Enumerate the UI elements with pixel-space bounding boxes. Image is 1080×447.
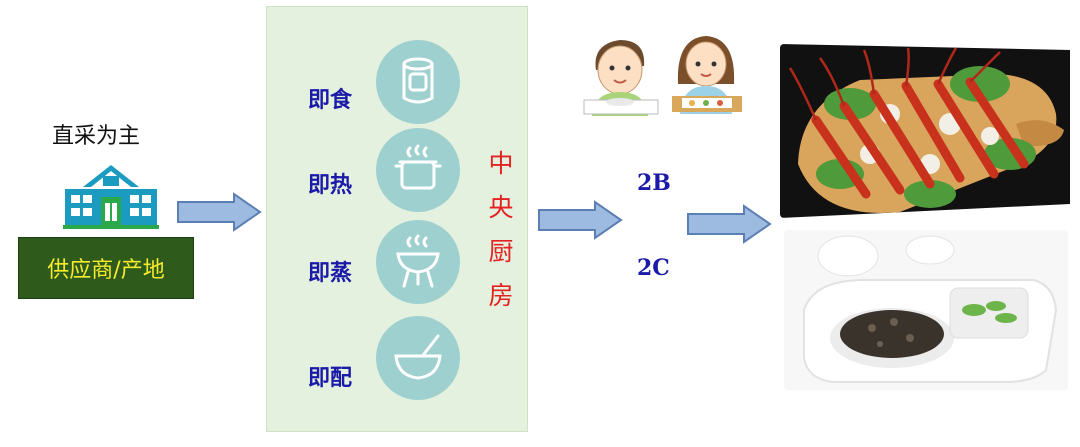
can-icon — [376, 40, 460, 124]
flow-arrow-1 — [177, 192, 262, 232]
channel-label-2b: 2B — [637, 170, 671, 196]
meal-tray-photo — [784, 230, 1068, 390]
source-caption: 直采为主 — [52, 124, 141, 149]
channel-label-2c: 2C — [637, 255, 670, 281]
title-char: 央 — [488, 193, 514, 222]
crayfish-board-photo — [780, 44, 1070, 218]
supplier-box: 供应商/产地 — [18, 237, 194, 299]
girl-eating-icon — [672, 36, 742, 114]
supplier-label: 供应商/产地 — [47, 258, 165, 283]
flow-arrow-2 — [538, 200, 623, 240]
flow-arrow-3 — [687, 204, 772, 244]
mortar-bowl-icon — [376, 316, 460, 400]
title-char: 房 — [488, 281, 514, 310]
mode-label-ready-to-heat: 即热 — [308, 172, 353, 198]
mode-label-ready-to-eat: 即食 — [308, 87, 353, 113]
central-kitchen-title: 中 央 厨 房 — [486, 142, 516, 318]
title-char: 厨 — [488, 237, 514, 266]
school-building-icon — [63, 165, 159, 229]
title-char: 中 — [488, 149, 514, 178]
steaming-pot-icon — [376, 128, 460, 212]
steamer-icon — [376, 220, 460, 304]
mode-label-ready-to-cook: 即配 — [308, 365, 353, 391]
mode-label-ready-to-steam: 即蒸 — [308, 260, 353, 286]
boy-eating-icon — [583, 40, 659, 116]
